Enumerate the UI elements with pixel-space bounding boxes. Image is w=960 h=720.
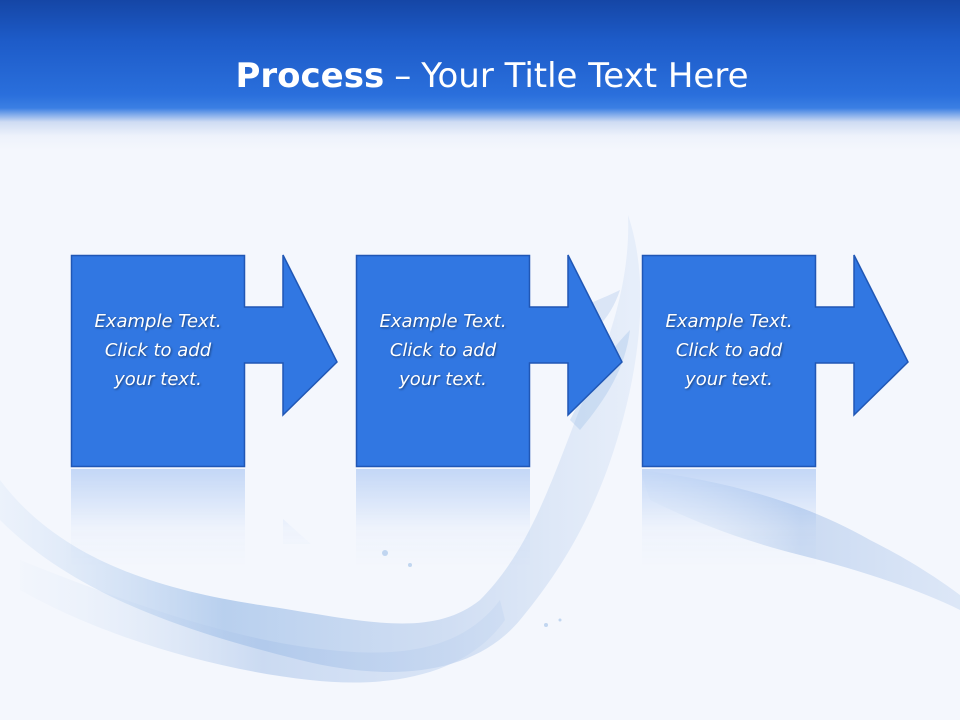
step-text[interactable]: Example Text. Click to add your text. <box>71 307 245 394</box>
step-reflection <box>356 469 530 569</box>
step-text[interactable]: Example Text. Click to add your text. <box>356 307 530 394</box>
process-step-3[interactable]: Example Text. Click to add your text. <box>641 254 912 468</box>
step-text-line: Example Text. <box>665 311 793 332</box>
step-text-line: Example Text. <box>379 311 507 332</box>
step-text-line: your text. <box>685 369 773 390</box>
page-title: Process–Your Title Text Here <box>0 54 960 98</box>
step-text-line: your text. <box>114 369 202 390</box>
title-bar <box>0 0 960 150</box>
process-step-1[interactable]: Example Text. Click to add your text. <box>70 254 341 468</box>
step-reflection <box>642 469 816 569</box>
title-text: Your Title Text Here <box>421 56 749 96</box>
process-step-2[interactable]: Example Text. Click to add your text. <box>355 254 626 468</box>
step-text-line: Click to add <box>389 340 497 361</box>
step-text-line: Example Text. <box>94 311 222 332</box>
arrow-right-icon <box>355 254 623 468</box>
title-emphasis: Process <box>235 56 385 96</box>
arrow-right-icon <box>70 254 338 468</box>
step-text[interactable]: Example Text. Click to add your text. <box>642 307 816 394</box>
title-separator: – <box>394 56 412 96</box>
step-text-line: Click to add <box>675 340 783 361</box>
arrow-right-icon <box>641 254 909 468</box>
step-reflection <box>71 469 311 569</box>
step-text-line: your text. <box>399 369 487 390</box>
step-text-line: Click to add <box>104 340 212 361</box>
